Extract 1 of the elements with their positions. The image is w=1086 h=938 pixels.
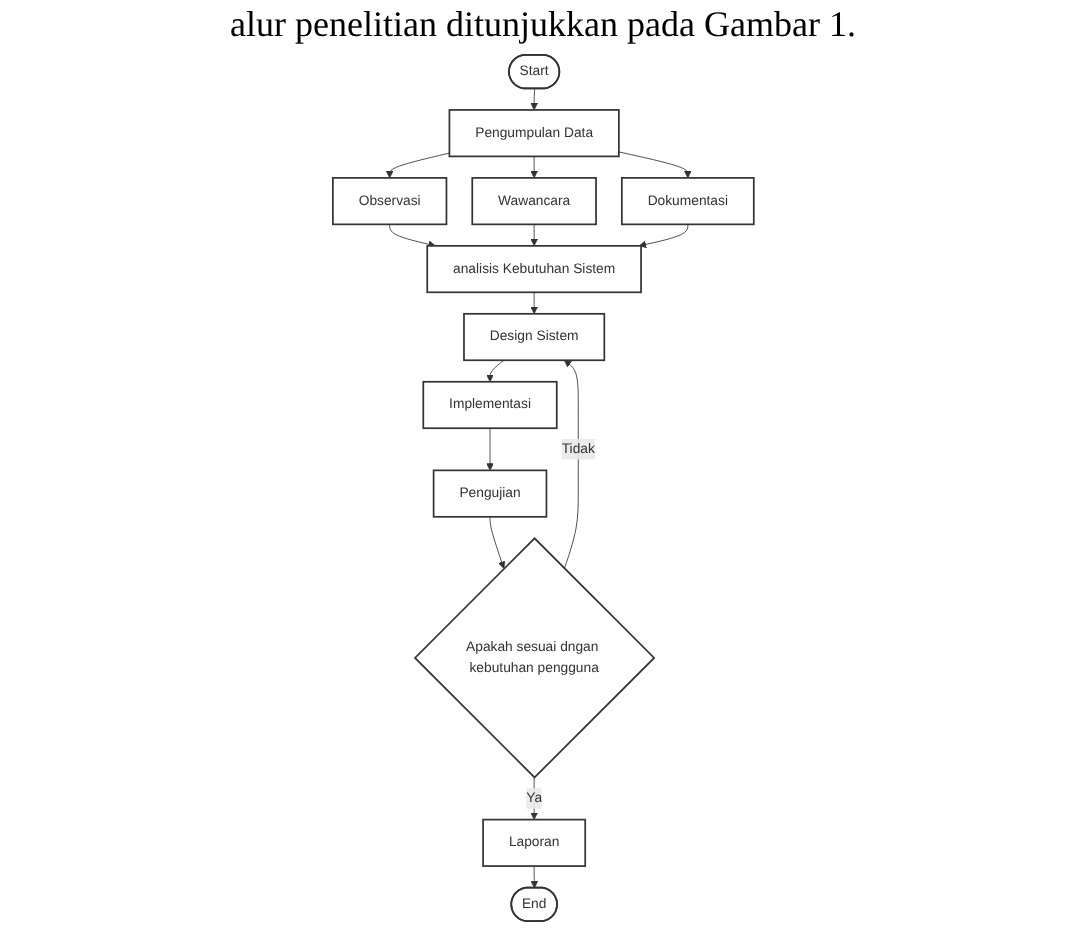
caption-text: alur penelitian ditunjukkan pada Gambar 1. xyxy=(228,2,858,48)
